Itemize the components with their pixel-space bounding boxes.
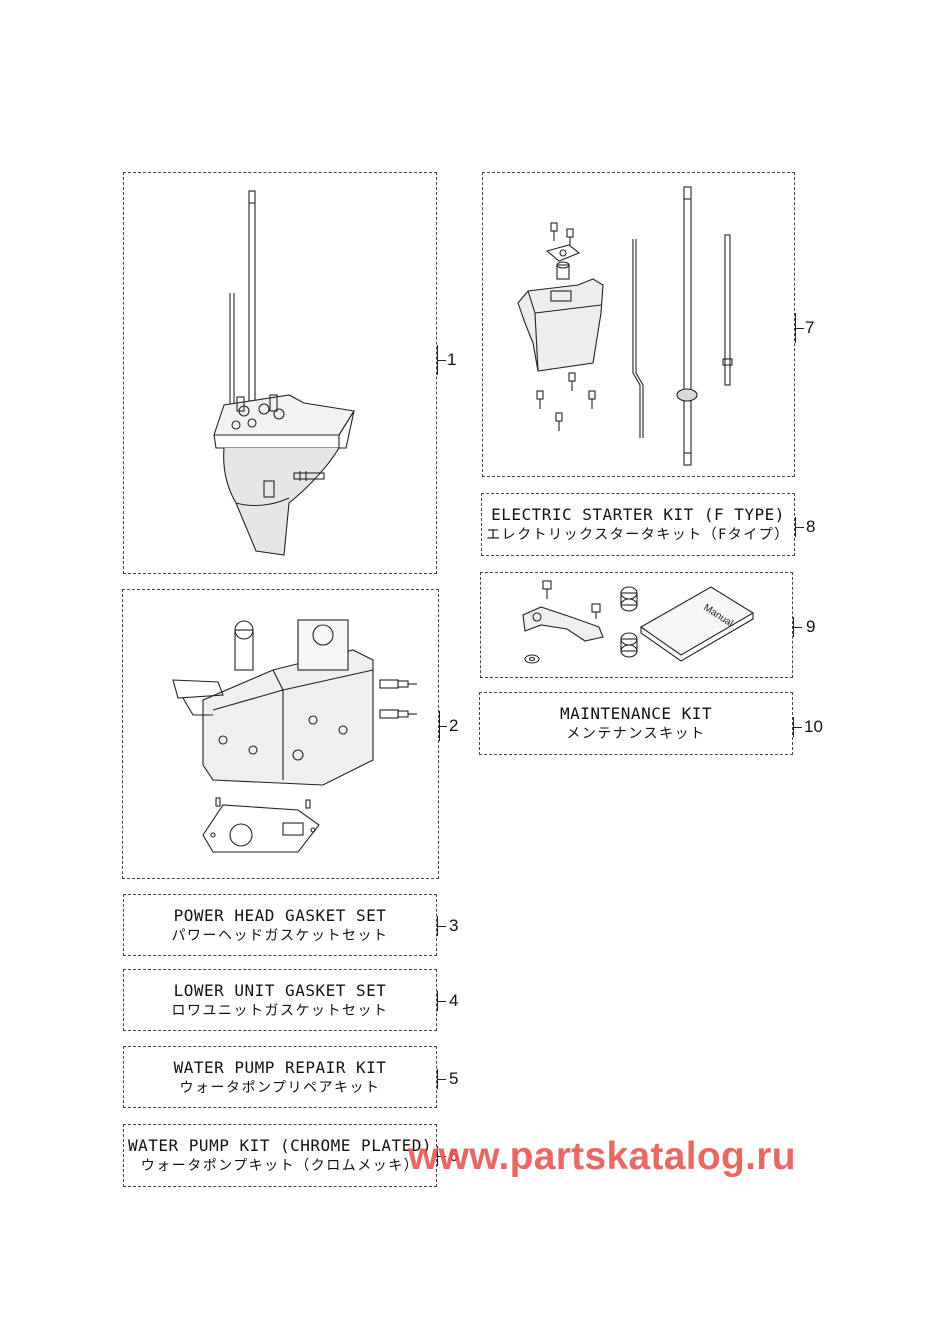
lower-unit-illustration [213, 190, 355, 556]
part-box-power-head [122, 589, 439, 879]
part-box-starter-parts [482, 172, 795, 477]
callout-tick-6 [437, 1146, 438, 1166]
kit-name-jp: パワーヘッドガスケットセット [171, 927, 389, 944]
kit-name-en: POWER HEAD GASKET SET [173, 905, 387, 925]
callout-tick-2 [439, 711, 440, 741]
callout-number-2: 2 [449, 716, 459, 735]
kit-box-maintenance-kit: MAINTENANCE KIT メンテナンスキット [479, 692, 793, 755]
callout-tick-8 [795, 517, 796, 537]
watermark-text: www.partskatalog.ru [408, 1135, 796, 1178]
kit-box-lower-unit-gasket-set: LOWER UNIT GASKET SET ロワユニットガスケットセット [123, 969, 437, 1031]
callout-number-1: 1 [447, 350, 457, 369]
part-box-maintenance-parts: Manual [480, 572, 793, 678]
kit-name-en: MAINTENANCE KIT [560, 704, 712, 723]
callout-number-10: 10 [804, 717, 823, 736]
kit-box-power-head-gasket-set: POWER HEAD GASKET SET パワーヘッドガスケットセット [123, 894, 437, 956]
callout-leader-4 [437, 1001, 446, 1002]
power-head-illustration [172, 619, 417, 853]
kit-name-jp: メンテナンスキット [566, 726, 706, 742]
callout-leader-6 [437, 1156, 446, 1157]
kit-box-water-pump-kit-chrome: WATER PUMP KIT (CHROME PLATED) ウォータポンプキッ… [123, 1124, 437, 1187]
callout-tick-9 [793, 617, 794, 637]
callout-number-9: 9 [806, 617, 816, 636]
kit-box-electric-starter-kit: ELECTRIC STARTER KIT (F TYPE) エレクトリックスター… [481, 493, 795, 556]
starter-parts-illustration [517, 186, 733, 466]
callout-number-6: 6 [449, 1146, 459, 1165]
kit-name-jp: エレクトリックスタータキット（Fタイプ） [486, 527, 790, 543]
callout-leader-5 [437, 1079, 446, 1080]
callout-number-5: 5 [449, 1069, 459, 1088]
kit-name-jp: ウォータポンプキット（クロムメッキ） [140, 1158, 420, 1174]
callout-number-3: 3 [449, 916, 459, 935]
kit-name-en: LOWER UNIT GASKET SET [173, 980, 387, 1000]
callout-tick-4 [437, 991, 438, 1011]
callout-tick-10 [793, 717, 794, 737]
callout-number-8: 8 [806, 517, 816, 536]
maintenance-parts-illustration: Manual [522, 580, 755, 664]
callout-leader-8 [795, 527, 804, 528]
kit-name-jp: ウォータポンプリペアキット [179, 1079, 381, 1096]
callout-tick-7 [795, 313, 796, 343]
callout-tick-1 [437, 345, 438, 375]
kit-box-water-pump-repair-kit: WATER PUMP REPAIR KIT ウォータポンプリペアキット [123, 1046, 437, 1108]
kit-name-jp: ロワユニットガスケットセット [171, 1002, 389, 1019]
callout-leader-2 [439, 726, 447, 727]
kit-name-en: WATER PUMP REPAIR KIT [173, 1057, 387, 1077]
callout-leader-10 [793, 727, 802, 728]
callout-leader-3 [437, 926, 446, 927]
callout-leader-1 [437, 360, 446, 361]
callout-leader-7 [795, 328, 804, 329]
kit-name-en: WATER PUMP KIT (CHROME PLATED) [128, 1136, 432, 1155]
callout-tick-5 [437, 1069, 438, 1089]
callout-number-7: 7 [805, 318, 815, 337]
callout-leader-9 [793, 627, 802, 628]
part-box-lower-unit [123, 172, 437, 574]
callout-number-4: 4 [449, 991, 459, 1010]
callout-tick-3 [437, 916, 438, 936]
kit-name-en: ELECTRIC STARTER KIT (F TYPE) [491, 505, 785, 524]
